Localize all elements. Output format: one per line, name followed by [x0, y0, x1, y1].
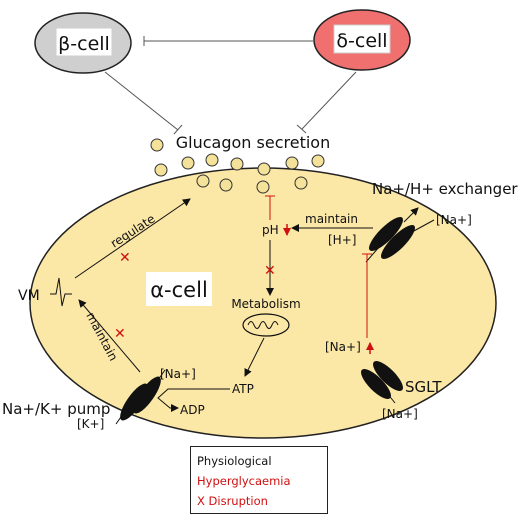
glucagon-granules [150, 138, 325, 194]
delta-cell-label: δ-cell [336, 30, 387, 52]
ph-label: pH [262, 223, 279, 237]
maintain-pump-arrow [78, 299, 141, 373]
granule [181, 156, 195, 170]
nak-pump-label: Na+/K+ pump [2, 400, 110, 418]
sglt-na-in-label: [Na+] [325, 340, 361, 354]
vm-label: VM [18, 288, 40, 304]
granule [154, 163, 168, 177]
metabolism-to-atp-arrow [244, 337, 265, 377]
ph-disruption-mark: ✕ [264, 263, 276, 279]
nhe-h-label: [H+] [328, 233, 356, 247]
adp-label: ADP [180, 403, 205, 417]
legend-physiological: Physiological [197, 454, 272, 468]
granule [257, 162, 271, 176]
granule [196, 174, 210, 188]
metabolism-label: Metabolism [231, 297, 300, 311]
glucagon-secretion-label: Glucagon secretion [176, 133, 330, 152]
granule [205, 153, 219, 167]
beta-to-glucagon-inhibition-bar [173, 124, 183, 135]
granule [311, 154, 325, 168]
delta-to-glucagon-inhibition [301, 71, 357, 130]
delta-to-glucagon-inhibition-bar [296, 124, 307, 134]
nhe-label: Na+/H+ exchanger [372, 180, 518, 198]
sglt-label: SGLT [405, 378, 442, 396]
nak-pump-transporter [115, 369, 166, 425]
granule [230, 157, 244, 171]
beta-to-glucagon-inhibition [104, 71, 179, 131]
atp-label: ATP [232, 382, 254, 396]
delta-cell-label-box [333, 24, 391, 54]
granule [285, 156, 299, 170]
granule [150, 138, 164, 152]
nhe-na-label: [Na+] [436, 213, 472, 227]
alpha-cell-label: α-cell [150, 278, 208, 302]
maintain-pump-disruption-mark: ✕ [114, 326, 126, 342]
regulate-disruption-mark: ✕ [119, 250, 131, 266]
granule [256, 180, 270, 194]
atp-to-adp-arrow [157, 388, 230, 412]
beta-cell-label-box [55, 27, 113, 57]
sglt-na-out-label: [Na+] [382, 407, 418, 421]
nhe-transporter [365, 207, 435, 263]
beta-cell-label: β-cell [58, 33, 110, 55]
legend-hyperglycaemia: Hyperglycaemia [197, 474, 291, 488]
legend: Physiological Hyperglycaemia X Disruptio… [190, 446, 328, 514]
alpha-cell-label-box [146, 272, 212, 306]
vm-trace-icon [50, 277, 72, 307]
pump-na-label: [Na+] [160, 367, 196, 381]
mitochondrion-icon [242, 313, 290, 337]
legend-disruption: X Disruption [197, 494, 268, 508]
regulate-arrow [74, 198, 191, 279]
pump-k-label: [K+] [77, 417, 104, 431]
granule [294, 176, 308, 190]
sglt-transporter [361, 361, 403, 404]
granule [219, 178, 233, 192]
maintain-nhe-label: maintain [305, 212, 358, 226]
